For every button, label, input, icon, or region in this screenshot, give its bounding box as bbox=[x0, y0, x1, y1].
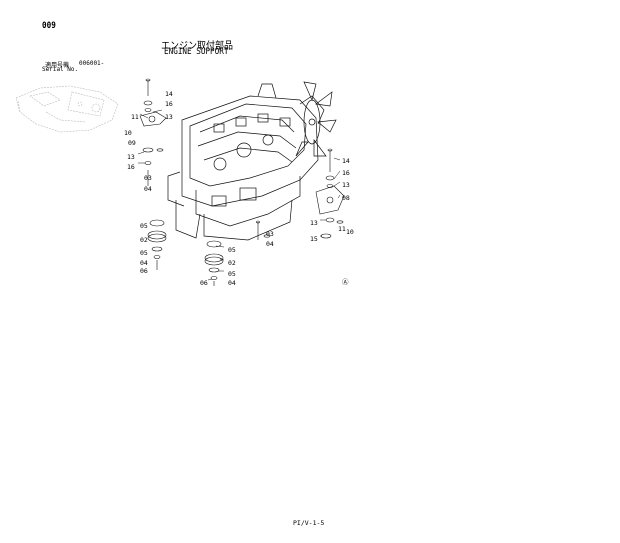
callout-16: 16 bbox=[127, 163, 135, 171]
callout-11: 11 bbox=[338, 225, 346, 233]
callout-13: 13 bbox=[127, 153, 135, 161]
callout-14: 14 bbox=[342, 157, 350, 165]
machine-thumbnail bbox=[15, 85, 119, 133]
callout-13: 13 bbox=[165, 113, 173, 121]
callout-04: 04 bbox=[266, 240, 274, 248]
front-left-mount-parts bbox=[139, 78, 167, 186]
cooling-fan bbox=[295, 81, 337, 157]
right-rear-mount-parts bbox=[315, 148, 345, 239]
callout-10: 10 bbox=[124, 129, 132, 137]
callout-02: 02 bbox=[228, 259, 236, 267]
callout-05: 05 bbox=[228, 270, 236, 278]
callout-16: 16 bbox=[165, 100, 173, 108]
page-number: 009 bbox=[42, 21, 56, 31]
applicability-label: 適用号機 bbox=[45, 62, 70, 69]
callout-06: 06 bbox=[140, 267, 148, 275]
serial-number-label: Serial No. bbox=[42, 66, 79, 73]
callout-13: 13 bbox=[342, 181, 350, 189]
callout-11: 11 bbox=[131, 113, 139, 121]
callout-03: 03 bbox=[266, 230, 274, 238]
reference-mark-a: Ⓐ bbox=[342, 278, 349, 286]
callout-14: 14 bbox=[165, 90, 173, 98]
callout-10: 10 bbox=[346, 228, 354, 236]
callout-16: 16 bbox=[342, 169, 350, 177]
callout-09: 09 bbox=[128, 139, 136, 147]
lower-left-mount-parts bbox=[147, 219, 167, 270]
callout-04: 04 bbox=[140, 259, 148, 267]
callout-08: 08 bbox=[342, 194, 350, 202]
callout-06: 06 bbox=[200, 279, 208, 287]
lower-center-mount-parts bbox=[204, 220, 271, 286]
callout-13: 13 bbox=[310, 219, 318, 227]
callout-05: 05 bbox=[140, 222, 148, 230]
callout-02: 02 bbox=[140, 236, 148, 244]
callout-05: 05 bbox=[140, 249, 148, 257]
callout-03: 03 bbox=[144, 174, 152, 182]
callout-05: 05 bbox=[228, 246, 236, 254]
engine-block bbox=[167, 83, 325, 241]
page-title-japanese: エンジン取付部品 bbox=[161, 41, 233, 52]
callout-04: 04 bbox=[228, 279, 236, 287]
page-title-english: ENGINE SUPPORT bbox=[164, 47, 229, 57]
callout-15: 15 bbox=[310, 235, 318, 243]
callout-04: 04 bbox=[144, 185, 152, 193]
leader-lines bbox=[137, 109, 341, 281]
applicability-serial-range: 006001- bbox=[79, 60, 105, 67]
page-footer-code: PI/V-1-5 bbox=[293, 519, 325, 527]
